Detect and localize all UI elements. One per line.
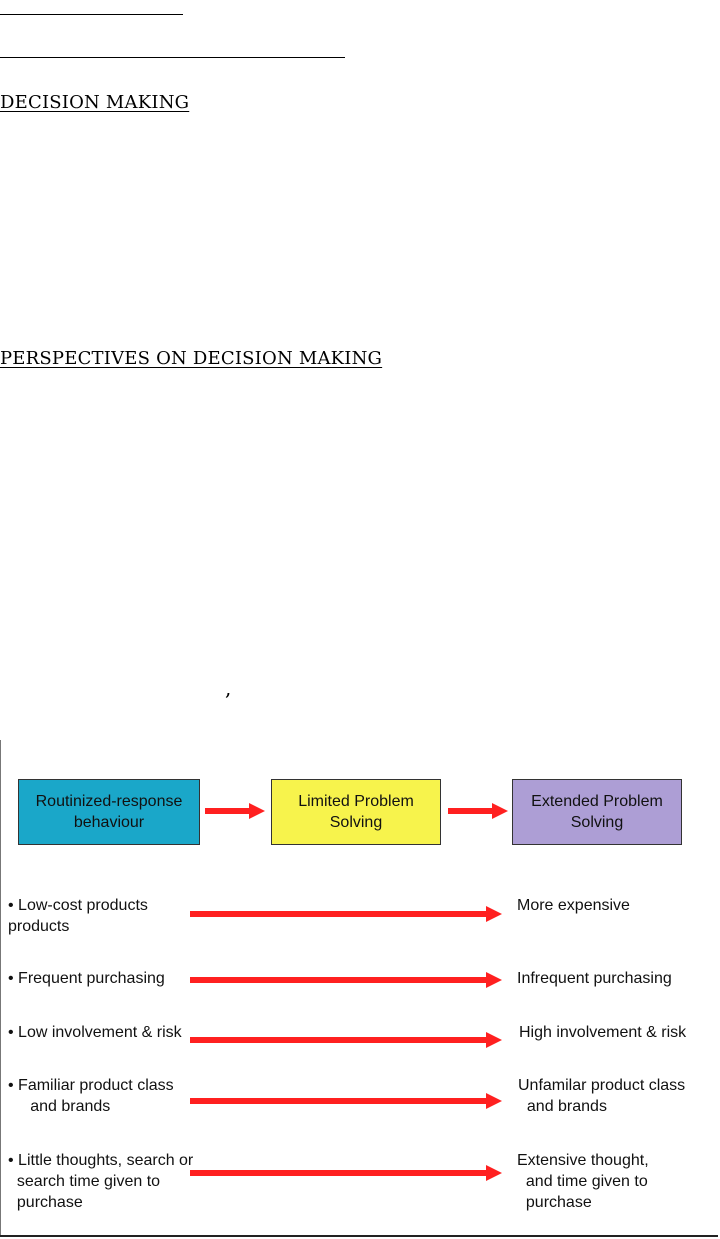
heading-decision-making: DECISION MAKING bbox=[0, 92, 190, 113]
decision-continuum-figure: Routinized-response behaviour Limited Pr… bbox=[0, 740, 720, 1239]
row-right-involvement: High involvement & risk bbox=[519, 1024, 687, 1041]
row-left-familiarity: • Familiar product class and brands bbox=[8, 1077, 174, 1115]
figure-bottom-border bbox=[0, 1235, 718, 1237]
row-arrow-cost bbox=[190, 906, 502, 922]
row-right-frequency: Infrequent purchasing bbox=[517, 970, 672, 987]
heading-perspectives: PERSPECTIVES ON DECISION MAKING bbox=[0, 348, 383, 369]
stage-arrow-2 bbox=[448, 803, 508, 819]
row-arrow-thought bbox=[190, 1165, 502, 1181]
row-right-cost: More expensive bbox=[517, 897, 630, 914]
row-arrow-frequency bbox=[190, 972, 502, 988]
top-rule bbox=[0, 14, 183, 15]
row-left-frequency: • Frequent purchasing bbox=[8, 970, 165, 987]
row-right-thought: Extensive thought, and time given to pur… bbox=[517, 1152, 649, 1211]
stage-label-routinized: Routinized-response behaviour bbox=[35, 793, 183, 831]
stage-label-extended: Extended Problem Solving bbox=[531, 793, 663, 831]
row-arrow-familiarity bbox=[190, 1093, 502, 1109]
stage-box-extended: Extended Problem Solving bbox=[512, 779, 682, 845]
stage-arrow-1 bbox=[205, 803, 265, 819]
stage-label-limited: Limited Problem Solving bbox=[298, 793, 414, 831]
row-right-familiarity: Unfamilar product class and brands bbox=[518, 1077, 686, 1115]
row-left-involvement: • Low involvement & risk bbox=[8, 1024, 182, 1041]
row-arrow-involvement bbox=[190, 1032, 502, 1048]
stage-box-routinized: Routinized-response behaviour bbox=[18, 779, 200, 845]
stage-box-limited: Limited Problem Solving bbox=[271, 779, 441, 845]
top-rule-long bbox=[0, 57, 345, 58]
row-left-thought: • Little thoughts, search or search time… bbox=[8, 1152, 194, 1211]
figure-left-border bbox=[0, 740, 1, 1235]
stray-comma: , bbox=[225, 676, 232, 700]
row-left-cost: • Low-cost products products bbox=[8, 897, 148, 935]
